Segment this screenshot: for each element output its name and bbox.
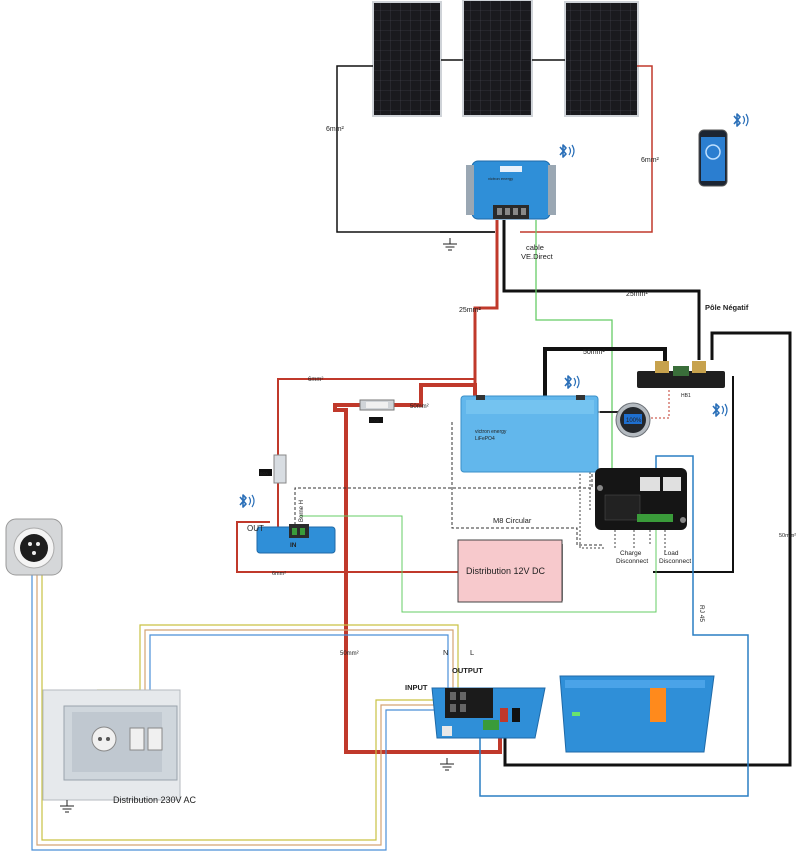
charge-disconnect-2: Disconnect	[616, 558, 648, 565]
shore-power-inlet	[5, 518, 63, 576]
out-label: OUT	[247, 524, 264, 533]
dc-dc-converter	[256, 524, 336, 554]
ground-icon	[439, 757, 455, 771]
battery-management-system	[595, 468, 687, 530]
cable-25-top-label: 25mm²	[626, 291, 648, 298]
main-fuse-tag-box	[369, 417, 383, 423]
ground-icon	[442, 237, 458, 251]
distribution-230v-label: Distribution 230V AC	[113, 795, 197, 805]
solar-cable-left-label: 6mm²	[326, 126, 345, 133]
main-wiring	[31, 220, 792, 851]
solar-panel-icon	[372, 0, 639, 117]
bluetooth-icon	[733, 113, 749, 127]
bluetooth-icon	[712, 403, 728, 417]
load-disconnect-2: Disconnect	[659, 558, 691, 565]
bluetooth-icon	[559, 144, 575, 158]
shunt-tag: HB1	[681, 393, 691, 399]
m8-circular-label: M8 Circular	[493, 516, 532, 525]
live-label: L	[470, 648, 474, 657]
small-fuse-holder	[273, 454, 287, 484]
cable-6-bottom-label: 6mm²	[272, 571, 286, 577]
vedirect-label-1: cable	[526, 243, 544, 252]
small-fuse-tag-box	[259, 469, 272, 476]
phone-app-icon	[698, 129, 728, 187]
bluetooth-icon	[564, 375, 580, 389]
output-label: OUTPUT	[452, 666, 483, 675]
distribution-230v-panel	[42, 689, 181, 801]
cable-50-top-label: 50mm²	[583, 349, 605, 356]
in-label: IN	[290, 542, 297, 549]
shunt	[637, 361, 725, 388]
distribution-12v-box	[457, 539, 563, 603]
battery-monitor: 100%	[615, 402, 651, 438]
battery-model-text: LiFePO4	[475, 436, 495, 442]
lithium-battery: victron energy LiFePO4	[460, 395, 599, 473]
cable-50-right-label: 50mm²	[779, 533, 796, 539]
distribution-12v-label: Distribution 12V DC	[466, 566, 546, 576]
mppt-charge-controller: victron energy	[466, 160, 556, 220]
cable-6-red-label: 6mm²	[308, 377, 323, 383]
solar-wiring	[336, 59, 653, 233]
small-fuse-tag: 60A	[260, 471, 268, 476]
neutral-label: N	[443, 648, 448, 657]
load-disconnect-1: Load	[664, 550, 679, 557]
monitor-value: 100%	[626, 418, 642, 424]
main-fuse	[359, 399, 395, 411]
cable-25-left-label: 25mm²	[459, 307, 481, 314]
main-fuse-tag: 200A	[370, 418, 380, 423]
pole-negatif-label: Pôle Négatif	[705, 303, 749, 312]
mppt-brand-text: victron energy	[488, 176, 513, 181]
multiplus-device	[559, 675, 715, 753]
bluetooth-icon	[239, 494, 255, 508]
charge-disconnect-1: Charge	[620, 550, 642, 557]
battery-brand-text: victron energy	[475, 429, 507, 435]
input-label: INPUT	[405, 683, 428, 692]
cable-50-left-label: 50mm²	[340, 651, 359, 657]
borne-h-label: Borne H	[299, 500, 305, 522]
solar-cable-right-label: 6mm²	[641, 157, 660, 164]
inverter-charger	[431, 687, 546, 739]
cable-50-fuse-label: 50mm²	[410, 404, 429, 410]
ground-icon	[59, 799, 75, 813]
vedirect-label-2: VE.Direct	[521, 252, 554, 261]
rj45-label: RJ 45	[698, 605, 705, 622]
